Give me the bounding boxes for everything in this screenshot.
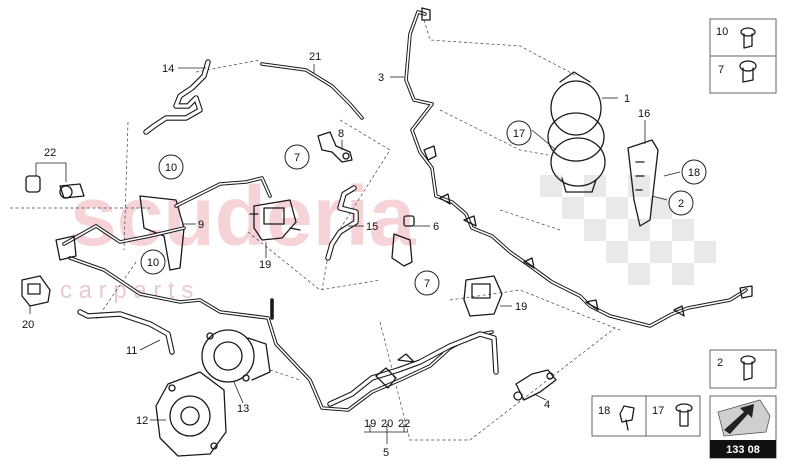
circle-callout-7-top: 7 xyxy=(294,152,300,164)
callout-1: 1 xyxy=(624,93,630,105)
callout-21: 21 xyxy=(309,51,321,63)
part-12-pump xyxy=(155,371,227,457)
legend-label-7: 7 xyxy=(718,64,724,76)
callout-19-right: 19 xyxy=(515,301,527,313)
part-13-vacuum-pump xyxy=(201,329,271,383)
part-19-valve-center xyxy=(249,199,301,241)
page-code: 133 08 xyxy=(726,444,760,456)
callout-8: 8 xyxy=(338,128,344,140)
part-4-bracket xyxy=(513,369,557,401)
circle-callout-17: 17 xyxy=(513,128,525,140)
part-19-valve-right xyxy=(463,275,503,317)
screw-icon xyxy=(739,60,757,83)
left-pipe-assembly xyxy=(55,224,494,412)
callout-13: 13 xyxy=(237,403,249,415)
legend-label-10: 10 xyxy=(716,26,728,38)
callout-group-22: 22 xyxy=(398,418,410,430)
part-11-hose xyxy=(77,309,175,355)
legend-label-2: 2 xyxy=(717,357,723,369)
leader-lines xyxy=(29,64,681,444)
part-16-bracket xyxy=(627,139,659,227)
checker-flag-watermark xyxy=(540,175,716,285)
callout-9: 9 xyxy=(198,219,204,231)
part-21-pipe xyxy=(260,62,364,120)
part-6-sensor xyxy=(391,215,415,267)
bolt-icon xyxy=(740,27,756,49)
callout-3: 3 xyxy=(378,72,384,84)
part-3-pipe xyxy=(404,7,753,328)
legend-label-18: 18 xyxy=(598,405,610,417)
legend-label-17: 17 xyxy=(652,405,664,417)
callout-6: 6 xyxy=(433,221,439,233)
callout-12: 12 xyxy=(136,415,148,427)
callout-group-20: 20 xyxy=(381,418,393,430)
callout-14: 14 xyxy=(162,63,174,75)
part-15-hose xyxy=(325,185,359,261)
bolt-icon xyxy=(740,355,756,381)
clip-icon xyxy=(675,403,693,427)
part-8-clip xyxy=(317,131,353,163)
circle-callout-10-bottom: 10 xyxy=(147,257,159,269)
callout-20: 20 xyxy=(22,319,34,331)
callout-4: 4 xyxy=(544,399,550,411)
part-9-bracket xyxy=(139,176,272,271)
part-14-hose xyxy=(143,59,211,135)
circle-callout-2: 2 xyxy=(678,198,684,210)
callout-11: 11 xyxy=(126,345,137,357)
page-reference-box: 133 08 xyxy=(709,395,777,459)
part-5-hose-group xyxy=(327,331,499,407)
callout-group-19: 19 xyxy=(364,418,376,430)
callout-numbers: 1 3 14 21 16 8 22 9 15 6 19 19 20 11 13 … xyxy=(22,51,650,459)
circle-callout-10-top: 10 xyxy=(165,162,177,174)
callout-19-center: 19 xyxy=(259,259,271,271)
part-20-solenoid xyxy=(21,275,51,307)
clip-icon xyxy=(619,405,635,431)
circled-callouts: 10 10 7 7 17 18 2 xyxy=(140,120,707,296)
watermark: scuderia c a r p a r t s xyxy=(60,169,716,304)
arrow-icon xyxy=(724,404,754,434)
circle-callout-18: 18 xyxy=(688,167,700,179)
part-22-fittings xyxy=(25,175,85,199)
part-1-bellows xyxy=(547,71,606,193)
callout-5: 5 xyxy=(383,447,389,459)
fastener-legend: 10 7 2 18 17 xyxy=(591,18,777,459)
callout-15: 15 xyxy=(366,221,378,233)
circle-callout-7-bottom: 7 xyxy=(424,278,430,290)
callout-22: 22 xyxy=(44,147,56,159)
callout-16: 16 xyxy=(638,108,650,120)
watermark-brand: scuderia xyxy=(70,169,417,263)
